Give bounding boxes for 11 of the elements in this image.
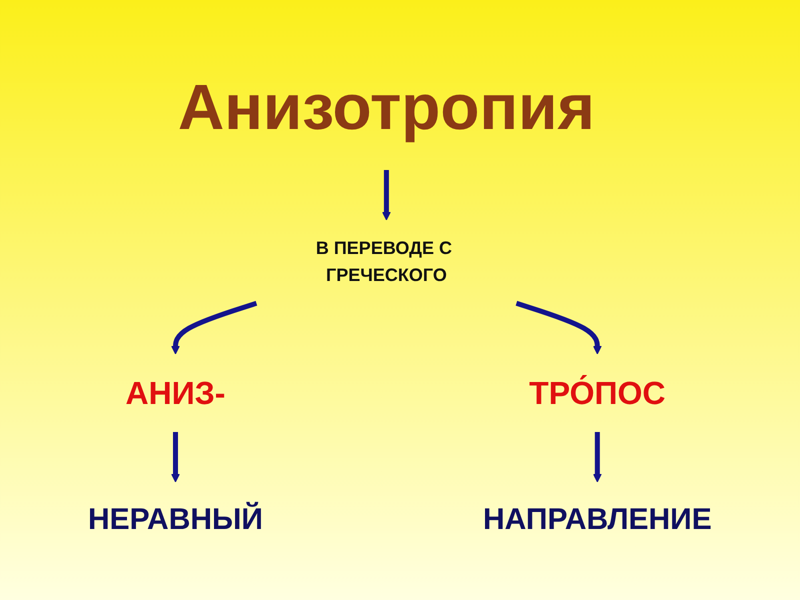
node-text: НАПРАВЛЕНИЕ bbox=[483, 502, 712, 536]
node-text: АНИЗ- bbox=[126, 374, 226, 410]
node-text: В ПЕРЕВОДЕ С ГРЕЧЕСКОГО bbox=[316, 238, 452, 284]
arrow bbox=[171, 300, 258, 354]
arrow bbox=[171, 432, 180, 482]
arrow bbox=[516, 300, 602, 354]
node-text: НЕРАВНЫЙ bbox=[88, 502, 264, 536]
node-text: Анизотропия bbox=[178, 70, 595, 142]
node-text: ТРО́ПОС bbox=[529, 374, 666, 410]
arrow bbox=[593, 432, 602, 482]
arrow bbox=[382, 170, 391, 220]
